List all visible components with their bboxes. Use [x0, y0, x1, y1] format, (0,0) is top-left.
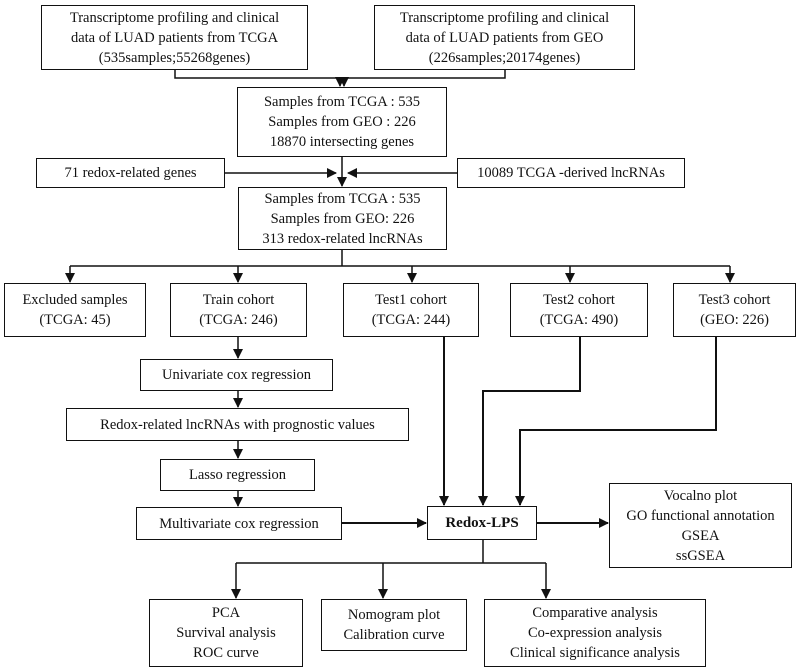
- test1-cohort-box: Test1 cohort (TCGA: 244): [343, 283, 479, 337]
- box-line: GO functional annotation: [626, 507, 775, 524]
- test3-cohort-box: Test3 cohort (GEO: 226): [673, 283, 796, 337]
- box-line: Multivariate cox regression: [159, 515, 319, 532]
- box-line: (226samples;20174genes): [428, 49, 581, 66]
- lasso-regression-box: Lasso regression: [160, 459, 315, 491]
- edge-test2-lps: [478, 337, 581, 506]
- box-line: (TCGA: 490): [539, 312, 619, 328]
- test2-cohort-box: Test2 cohort (TCGA: 490): [510, 283, 648, 337]
- excluded-samples-box: Excluded samples (TCGA: 45): [4, 283, 146, 337]
- box-line: Test2 cohort: [543, 292, 615, 308]
- box-line: (GEO: 226): [700, 312, 769, 328]
- box-line: Nomogram plot: [347, 607, 441, 623]
- edge-geo-merge: [339, 70, 506, 87]
- box-line: (TCGA: 246): [199, 312, 278, 328]
- box-line: Samples from TCGA : 535: [264, 190, 421, 207]
- box-line: (TCGA: 244): [371, 312, 451, 328]
- box-line: Lasso regression: [188, 467, 287, 483]
- box-line: GSEA: [681, 527, 720, 544]
- box-line: data of LUAD patients from TCGA: [70, 29, 279, 46]
- multivariate-cox-box: Multivariate cox regression: [136, 507, 342, 540]
- box-line: Univariate cox regression: [162, 367, 311, 383]
- box-line: Co-expression analysis: [527, 625, 663, 641]
- box-line: ROC curve: [193, 645, 259, 661]
- box-line: ssGSEA: [675, 547, 726, 564]
- box-line: Redox-LPS: [445, 515, 519, 531]
- box-line: Transcriptome profiling and clinical: [69, 9, 280, 26]
- edge-selected-cohorts: [70, 250, 730, 267]
- box-line: Train cohort: [202, 292, 275, 308]
- redox-genes-box: 71 redox-related genes: [36, 158, 225, 188]
- box-line: Test3 cohort: [698, 292, 771, 308]
- box-line: Survival analysis: [176, 625, 276, 641]
- box-line: 71 redox-related genes: [64, 165, 197, 181]
- edge-test3-lps: [515, 337, 717, 506]
- box-line: PCA: [211, 605, 241, 621]
- box-line: Transcriptome profiling and clinical: [399, 9, 610, 26]
- edge-tcga-merge: [174, 70, 345, 87]
- box-line: Samples from TCGA : 535: [263, 94, 420, 110]
- box-line: 10089 TCGA -derived lncRNAs: [477, 165, 665, 181]
- box-line: Excluded samples: [22, 292, 128, 308]
- univariate-cox-box: Univariate cox regression: [140, 359, 333, 391]
- box-line: (535samples;55268genes): [98, 49, 251, 66]
- box-line: Redox-related lncRNAs with prognostic va…: [100, 416, 375, 433]
- edge-lps-bottom: [236, 540, 546, 564]
- train-cohort-box: Train cohort (TCGA: 246): [170, 283, 307, 337]
- box-line: Comparative analysis: [532, 605, 658, 621]
- box-line: 313 redox-related lncRNAs: [262, 230, 423, 247]
- box-line: Calibration curve: [343, 627, 445, 643]
- geo-data-box: Transcriptome profiling and clinical data…: [374, 5, 635, 70]
- box-line: Clinical significance analysis: [510, 645, 680, 661]
- box-line: (TCGA: 45): [39, 312, 111, 328]
- redox-lps-box: Redox-LPS: [427, 506, 537, 540]
- box-line: Samples from GEO : 226: [268, 114, 416, 130]
- box-line: Test1 cohort: [375, 292, 447, 308]
- box-line: Vocalno plot: [663, 487, 738, 504]
- prognostic-lncrnas-box: Redox-related lncRNAs with prognostic va…: [66, 408, 409, 441]
- box-line: data of LUAD patients from GEO: [405, 29, 604, 46]
- lncrnas-box: 10089 TCGA -derived lncRNAs: [457, 158, 685, 188]
- box-line: 18870 intersecting genes: [269, 134, 415, 150]
- tcga-data-box: Transcriptome profiling and clinical data…: [41, 5, 308, 70]
- box-line: Samples from GEO: 226: [270, 210, 415, 227]
